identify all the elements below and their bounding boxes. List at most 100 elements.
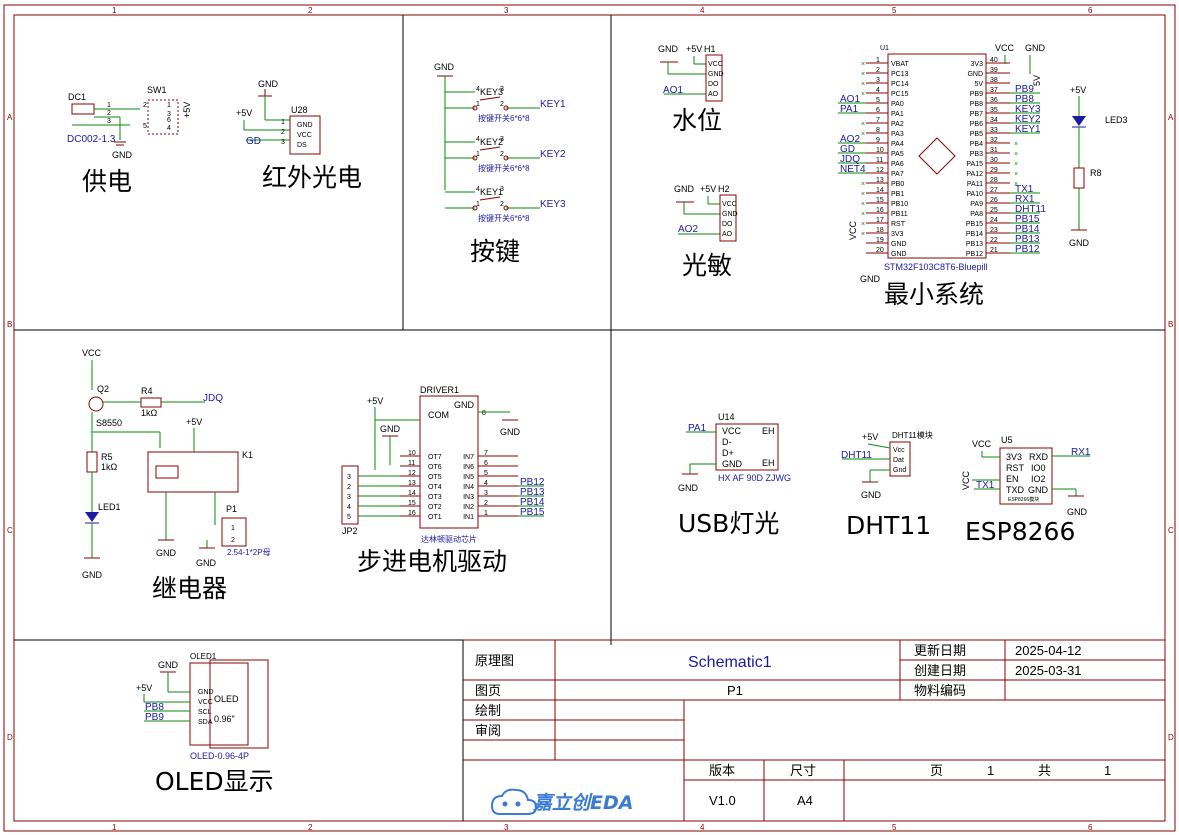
driver-pin-name: IN2 (463, 504, 474, 511)
mcu-pin-name: PB8 (970, 101, 983, 108)
col-marker: 5 (892, 6, 897, 15)
svg-text:×: × (861, 61, 865, 68)
svg-text:DO: DO (708, 81, 719, 88)
oled-body (189, 662, 249, 746)
col-marker: 1 (112, 6, 117, 15)
light-ref: H2 (718, 184, 730, 194)
mcu-body (887, 53, 987, 259)
mcu-pin-name: PB15 (966, 221, 983, 228)
esp-tx: TX1 (976, 480, 995, 491)
col-marker: 3 (504, 823, 509, 832)
svg-text:12: 12 (408, 470, 416, 477)
svg-text:GND: GND (722, 211, 738, 218)
mcu-pin-num: 20 (876, 247, 884, 254)
svg-text:×: × (1014, 141, 1018, 148)
svg-text:×: × (861, 81, 865, 88)
mcu-pin-name: PB14 (966, 231, 983, 238)
svg-text:×: × (861, 181, 865, 188)
driver-pin-name: IN5 (463, 474, 474, 481)
ir-circuit: GND +5V GD U28 123 GND VCC DS (236, 79, 321, 155)
mcu-pin-num: 30 (990, 157, 998, 164)
tb-page-word: 页 (930, 764, 943, 779)
mcu-net: TX1 (1015, 184, 1034, 195)
svg-text:4: 4 (167, 125, 171, 132)
svg-text:1: 1 (281, 119, 285, 126)
mcu-pin-name: 3V3 (891, 231, 904, 238)
dc-jack-symbol (71, 103, 95, 115)
relay-5v: +5V (186, 417, 202, 427)
esp-vcc-2: VCC (961, 470, 971, 490)
usb-part: HX AF 90D ZJWG (718, 473, 791, 483)
p1-ref: P1 (226, 504, 237, 514)
tb-size-value: A4 (797, 793, 813, 808)
svg-text:4: 4 (476, 136, 480, 143)
svg-text:2: 2 (281, 129, 285, 136)
svg-text:Dat: Dat (893, 457, 904, 464)
oled-net-2: PB9 (145, 712, 164, 723)
dht-net: DHT11 (841, 450, 872, 461)
driver-pin-name: OT1 (428, 514, 442, 521)
svg-text:14: 14 (408, 490, 416, 497)
relay-gnd-1: GND (82, 570, 103, 580)
svg-text:×: × (861, 91, 865, 98)
dht-5v: +5V (862, 432, 878, 442)
mcu-pin-name: PB13 (966, 241, 983, 248)
sw-ref: SW1 (147, 85, 167, 95)
ir-module-symbol (289, 115, 321, 155)
svg-text:3V3: 3V3 (1006, 452, 1022, 462)
driver-pin-name: IN1 (463, 514, 474, 521)
svg-text:DS: DS (297, 142, 307, 149)
mcu-pin-name: PA1 (891, 111, 904, 118)
mcu-pin-name: PA2 (891, 121, 904, 128)
tb-total-num: 1 (1104, 763, 1111, 778)
dc-ref: DC1 (68, 92, 86, 102)
oled-5v: +5V (136, 683, 152, 693)
light-net: AO2 (678, 224, 698, 235)
svg-text:2: 2 (500, 101, 504, 108)
ir-net: GD (246, 136, 261, 147)
mcu-pin-name: PA4 (891, 141, 904, 148)
svg-text:RST: RST (1006, 463, 1025, 473)
key-net: KEY3 (540, 199, 566, 210)
tb-create-value: 2025-03-31 (1015, 663, 1082, 678)
power-vcc: +5V (182, 102, 192, 118)
tb-page-label: 图页 (475, 684, 501, 699)
mcu-pin-name: PA7 (891, 171, 904, 178)
dht-circuit: DHT11模块 +5V Vcc Dat Gnd DHT11 GND (841, 430, 933, 500)
mcu-pin-name: PA10 (966, 191, 983, 198)
mcu-pin-num: 35 (990, 107, 998, 114)
driver-net: PB15 (520, 507, 545, 518)
svg-text:3: 3 (107, 118, 111, 125)
driver-pin-name: OT3 (428, 494, 442, 501)
mcu-5v: 5V (1032, 75, 1042, 86)
mcu-pin-num: 14 (876, 187, 884, 194)
svg-text:TXD: TXD (1006, 485, 1025, 495)
svg-text:2: 2 (500, 201, 504, 208)
mcu-pin-name: PB3 (970, 151, 983, 158)
esp-vcc: VCC (972, 439, 992, 449)
tb-page-num: 1 (987, 763, 994, 778)
svg-text:6: 6 (484, 460, 488, 467)
jp2-header (341, 465, 359, 525)
svg-text:D+: D+ (722, 448, 734, 458)
esp-rx: RX1 (1071, 447, 1091, 458)
svg-text:AO: AO (708, 91, 719, 98)
mcu-pin-num: 10 (876, 147, 884, 154)
mcu-net: AO1 (840, 94, 860, 105)
svg-text:SDA: SDA (198, 719, 213, 726)
svg-text:11: 11 (408, 460, 415, 467)
mcu-net: RX1 (1015, 194, 1035, 205)
key-ref: KEY1 (480, 187, 503, 197)
light-gnd: GND (674, 184, 695, 194)
mcu-pin-name: PB6 (970, 121, 983, 128)
usb-body (715, 423, 779, 471)
q2-ref: Q2 (97, 384, 109, 394)
esp-gnd: GND (1067, 507, 1088, 517)
tb-schematic-label: 原理图 (475, 654, 514, 669)
svg-text:×: × (861, 211, 865, 218)
driver-net: PB13 (520, 487, 545, 498)
led3-circuit: +5V LED3 R8 GND (1069, 85, 1128, 248)
r4-ref: R4 (141, 386, 153, 396)
